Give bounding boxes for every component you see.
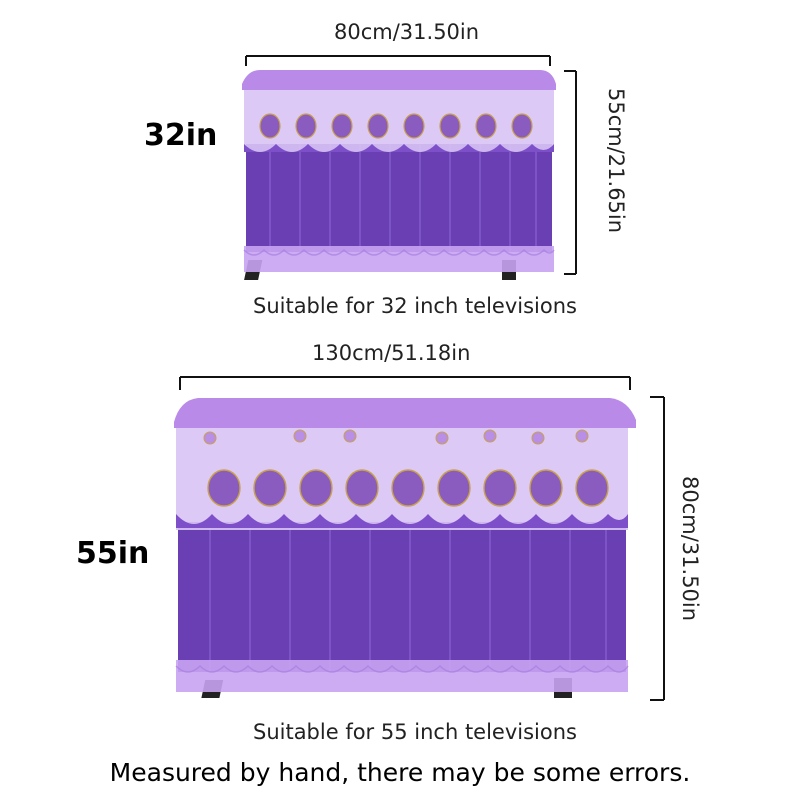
height-label: 80cm/31.50in xyxy=(678,476,702,622)
caption: Suitable for 32 inch televisions xyxy=(252,294,577,318)
size-label: 32in xyxy=(144,118,218,153)
width-dimension-line xyxy=(179,376,631,390)
width-label: 80cm/31.50in xyxy=(334,20,480,44)
width-label: 130cm/51.18in xyxy=(312,341,471,365)
height-label: 55cm/21.65in xyxy=(604,88,628,234)
tv-cover-image xyxy=(174,398,636,698)
size-label: 55in xyxy=(76,536,150,571)
tv-cover-image xyxy=(242,70,556,280)
width-dimension-line xyxy=(245,55,551,66)
height-dimension-line xyxy=(650,396,665,701)
caption: Suitable for 55 inch televisions xyxy=(252,720,577,744)
footer-note: Measured by hand, there may be some erro… xyxy=(109,758,691,787)
height-dimension-line xyxy=(564,70,577,275)
